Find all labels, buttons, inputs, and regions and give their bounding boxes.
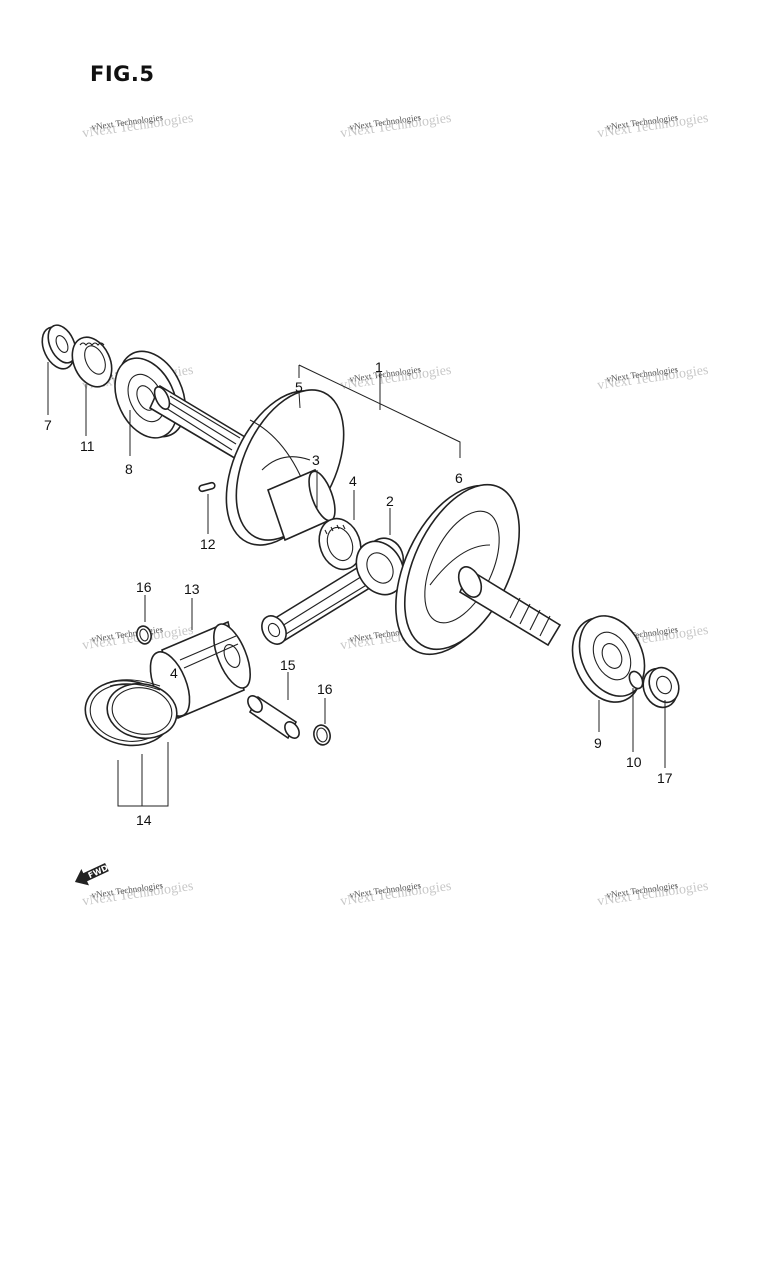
callout-4: 4: [349, 473, 357, 489]
ball-bearing-left: [114, 350, 186, 439]
watermark: vNext Technologies vNext Technologies: [596, 363, 709, 393]
callout-14: 14: [136, 812, 152, 828]
figure-title: FIG.5: [90, 62, 155, 86]
crank-pin: [267, 468, 336, 542]
watermark: vNext Technologies vNext Technologies: [81, 111, 194, 141]
callout-7: 7: [44, 417, 52, 433]
callout-8: 8: [125, 461, 133, 477]
watermark: vNext Technologies vNext Technologies: [81, 879, 194, 909]
oil-seal-right: [642, 666, 680, 709]
ball-bearing-right: [571, 615, 646, 703]
callout-11: 11: [80, 438, 95, 454]
oil-seal-left: [41, 324, 77, 370]
callout-9: 9: [594, 735, 602, 751]
crankshaft-right-shaft: [457, 566, 562, 647]
circlip-left: [136, 625, 152, 645]
svg-text:4: 4: [170, 665, 178, 681]
fwd-label: FWD: [87, 863, 110, 880]
spacer-ring: [71, 336, 113, 388]
needle-bearing: [318, 517, 362, 571]
callout-13: 13: [184, 581, 200, 597]
o-ring: [628, 670, 644, 690]
watermark: vNext Technologies vNext Technologies: [339, 879, 452, 909]
watermark: vNext Technologies vNext Technologies: [596, 111, 709, 141]
callout-3: 3: [312, 452, 320, 468]
watermark: vNext Technologies vNext Technologies: [596, 879, 709, 909]
connecting-rod: [261, 540, 405, 645]
callout-6: 6: [455, 470, 463, 486]
piston-pin: [247, 695, 300, 740]
callout-5: 5: [295, 379, 303, 395]
callout-17: 17: [657, 770, 673, 786]
callout-numbers: 1 2 3 4 5 6 7 8 9 10 11 12 13 14 15 16 1…: [44, 359, 673, 828]
callout-10: 10: [626, 754, 642, 770]
circlip-right: [313, 724, 331, 746]
watermarks: vNext Technologies vNext Technologies vN…: [81, 111, 709, 909]
watermark: vNext Technologies vNext Technologies: [339, 111, 452, 141]
callout-2: 2: [386, 493, 394, 509]
knock-pin: [198, 481, 216, 493]
callout-12: 12: [200, 536, 216, 552]
callout-1: 1: [375, 359, 383, 375]
fwd-arrow-icon: [74, 862, 109, 886]
leader-lines: [47, 362, 666, 807]
forward-direction-badge: FWD: [74, 862, 110, 886]
piston-rings: [84, 679, 178, 747]
watermark: vNext Technologies vNext Technologies: [339, 363, 452, 393]
callout-15: 15: [280, 657, 296, 673]
callout-16-left: 16: [136, 579, 152, 595]
callout-16-right: 16: [317, 681, 333, 697]
